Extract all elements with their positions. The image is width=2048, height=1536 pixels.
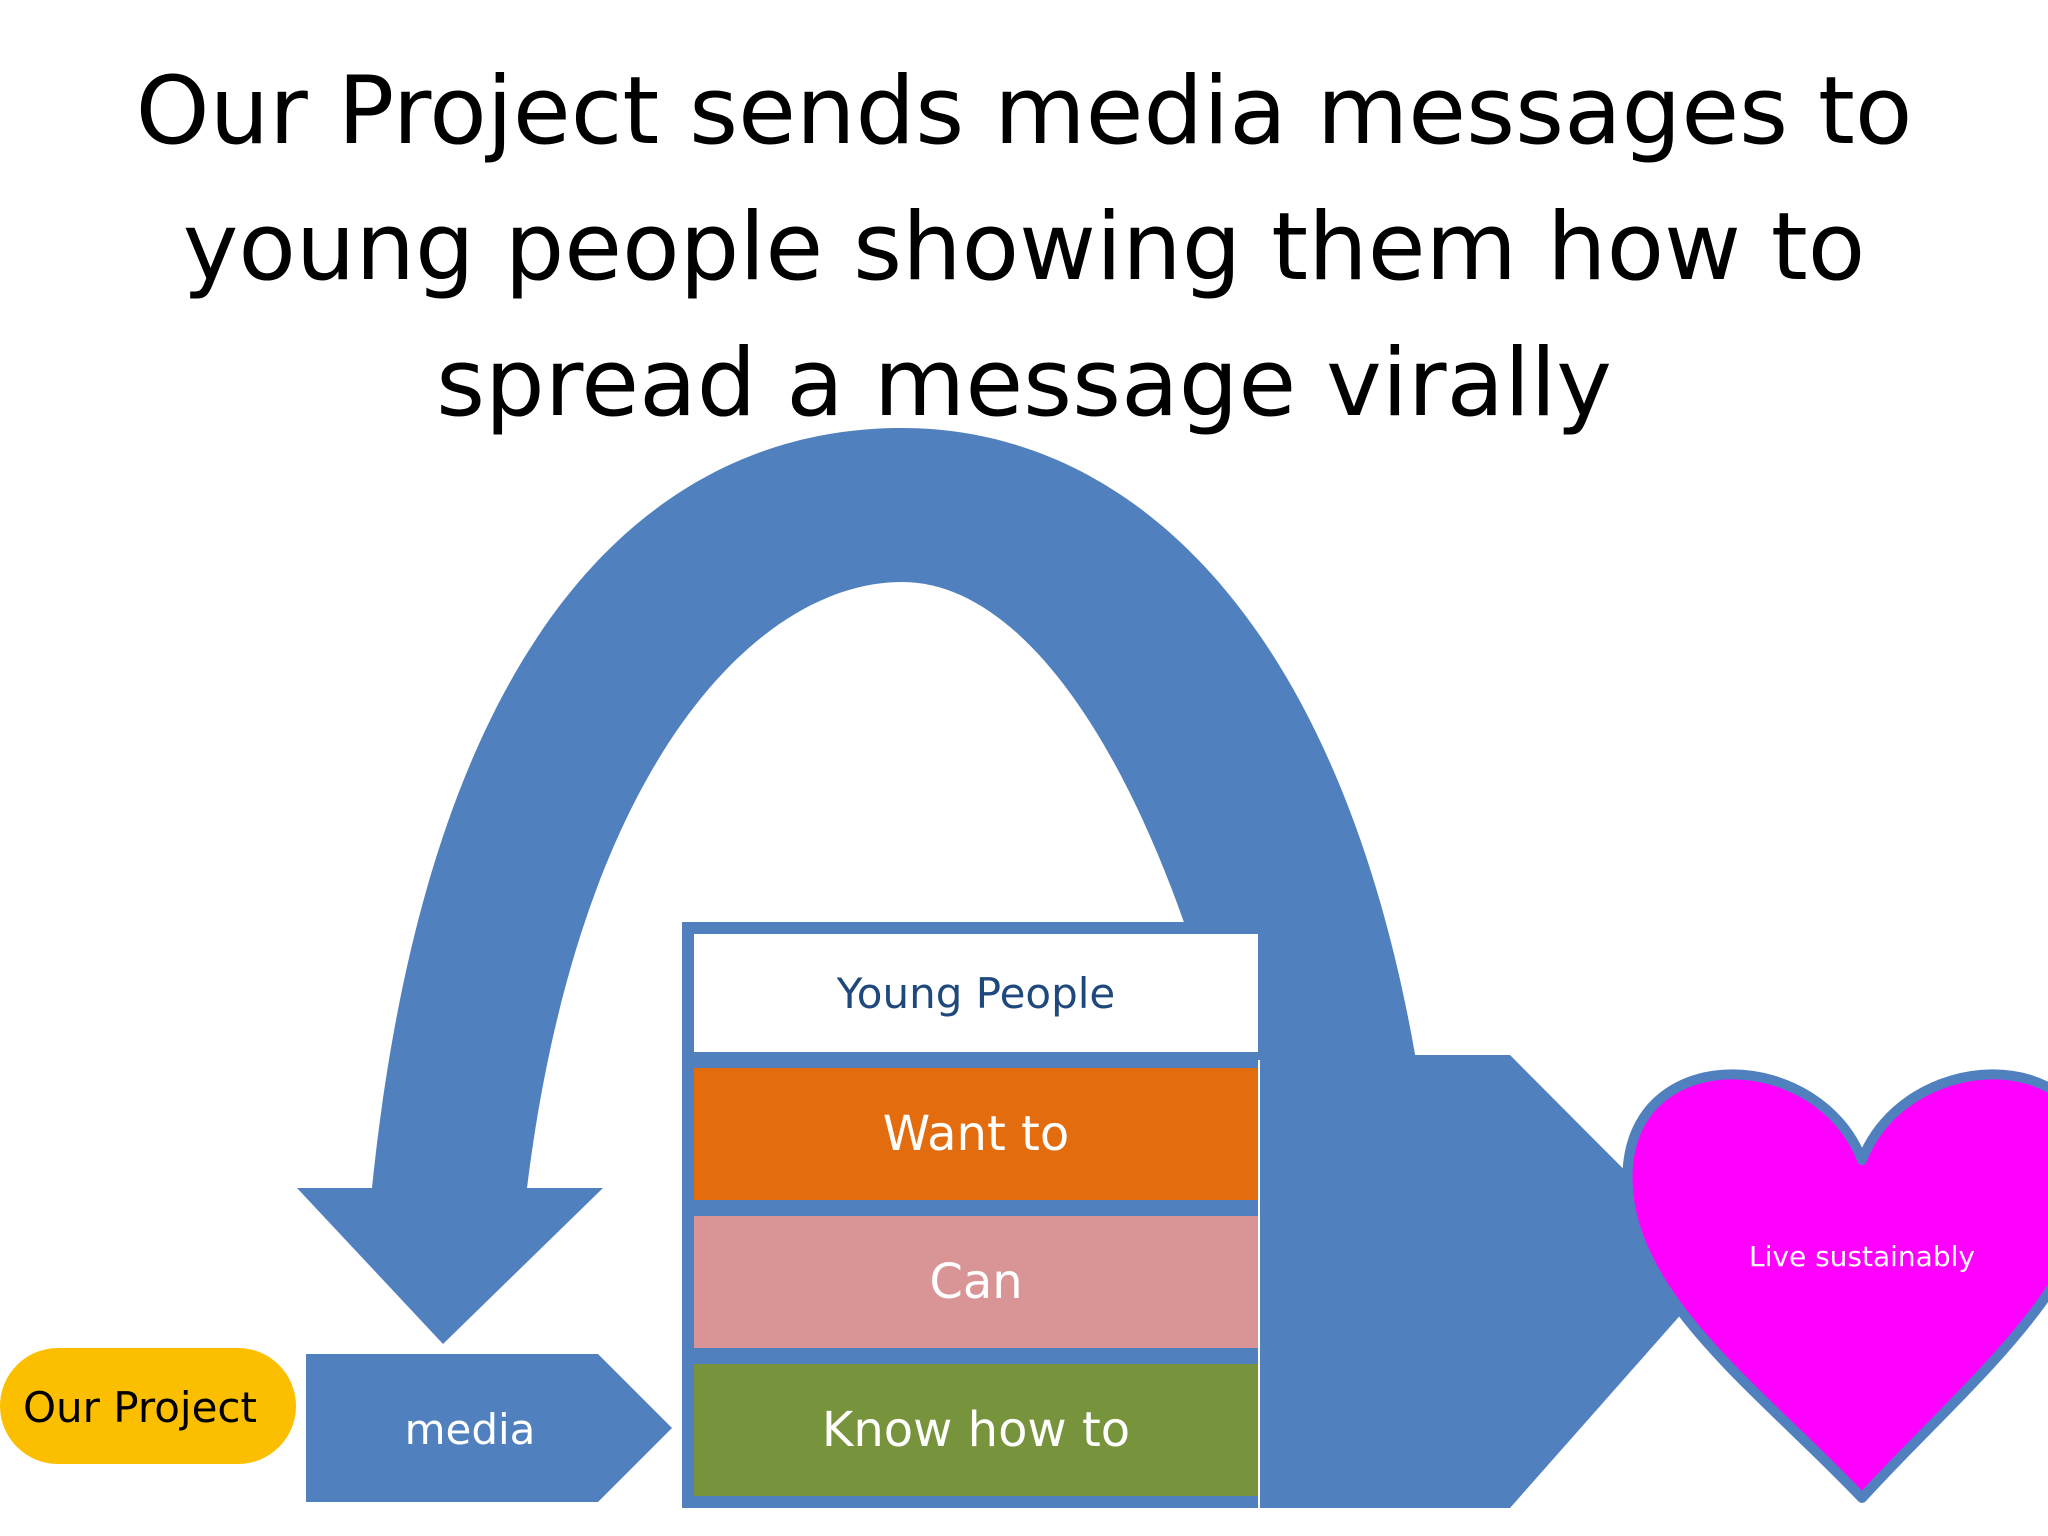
heart-label: Live sustainably <box>1749 1240 1975 1273</box>
media-label: media <box>405 1405 536 1454</box>
can-label: Can <box>929 1254 1022 1310</box>
heart-shape <box>1622 1069 2048 1503</box>
young-people-label: Young People <box>836 969 1116 1018</box>
slide-title: Our Project sends media messages to youn… <box>135 57 1913 438</box>
want-to-label: Want to <box>883 1106 1070 1162</box>
know-how-to-box <box>694 1364 1258 1496</box>
media-arrow <box>306 1354 672 1502</box>
young-people-box <box>694 934 1258 1052</box>
want-to-box <box>694 1068 1258 1200</box>
our-project-label: Our Project <box>23 1383 257 1432</box>
our-project-pill <box>0 1348 296 1464</box>
can-box <box>694 1216 1258 1348</box>
right-arrow-body <box>1260 1055 1722 1508</box>
curved-arrow-head <box>297 1188 603 1344</box>
know-how-to-label: Know how to <box>822 1402 1130 1458</box>
curved-return-arrow <box>372 428 1416 1188</box>
